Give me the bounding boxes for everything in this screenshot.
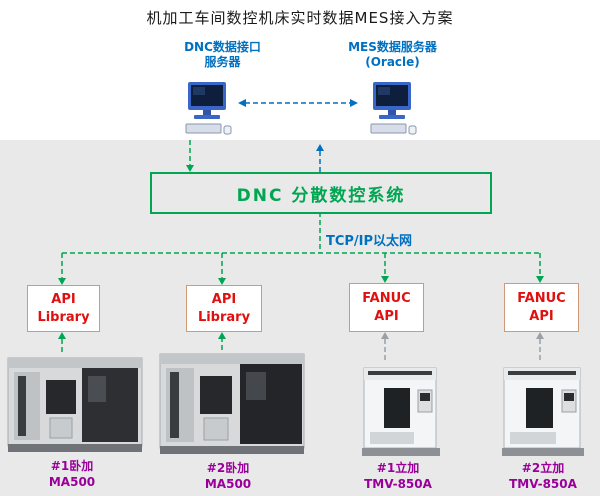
machine-2-name: #2卧加	[206, 461, 250, 475]
api-library-box-1: API Library	[27, 285, 100, 332]
machine-2-model: MA500	[204, 477, 252, 491]
vertical-machining-center-1-image	[360, 362, 442, 458]
fanuc-box-1-line2: API	[374, 308, 399, 324]
machine-1-name: #1卧加	[50, 459, 94, 473]
api-library-box-2: API Library	[186, 285, 262, 332]
fanuc-api-box-1: FANUC API	[349, 283, 424, 332]
machine-1-model: MA500	[48, 475, 96, 489]
mes-server-computer-icon	[366, 80, 418, 138]
vertical-machining-center-2-image	[500, 362, 586, 458]
machine-4-model: TMV-850A	[509, 477, 577, 491]
api-box-2-line1: API	[211, 291, 237, 307]
machine-3-model: TMV-850A	[364, 477, 432, 491]
machine-4-label: #2立加 TMV-850A	[493, 460, 593, 492]
fanuc-api-box-2: FANUC API	[504, 283, 579, 332]
fanuc-box-2-line2: API	[529, 308, 554, 324]
horizontal-machining-center-1-image	[4, 350, 146, 456]
mes-server-label: MES数据服务器 (Oracle)	[330, 40, 455, 70]
dnc-system-box: DNC 分散数控系统	[150, 172, 492, 214]
api-box-2-line2: Library	[197, 309, 251, 325]
machine-1-label: #1卧加 MA500	[22, 458, 122, 490]
dnc-system-label: DNC 分散数控系统	[236, 185, 406, 206]
horizontal-machining-center-2-image	[156, 346, 308, 458]
fanuc-box-1-line1: FANUC	[362, 290, 411, 306]
machine-2-label: #2卧加 MA500	[178, 460, 278, 492]
dnc-server-computer-icon	[181, 80, 233, 138]
mes-server-label-line2: (Oracle)	[365, 55, 420, 69]
diagram-title: 机加工车间数控机床实时数据MES接入方案	[146, 9, 454, 27]
dnc-server-label-line1: DNC数据接口	[184, 40, 261, 54]
machine-4-name: #2立加	[521, 461, 565, 475]
api-box-1-line1: API	[51, 291, 76, 307]
dnc-server-label: DNC数据接口 服务器	[160, 40, 285, 70]
api-box-1-line2: Library	[37, 309, 90, 325]
network-label: TCP/IP以太网	[326, 234, 413, 249]
mes-server-label-line1: MES数据服务器	[348, 40, 437, 54]
fanuc-box-2-line1: FANUC	[517, 290, 566, 306]
machine-3-name: #1立加	[376, 461, 420, 475]
machine-3-label: #1立加 TMV-850A	[348, 460, 448, 492]
dnc-server-label-line2: 服务器	[204, 55, 241, 69]
